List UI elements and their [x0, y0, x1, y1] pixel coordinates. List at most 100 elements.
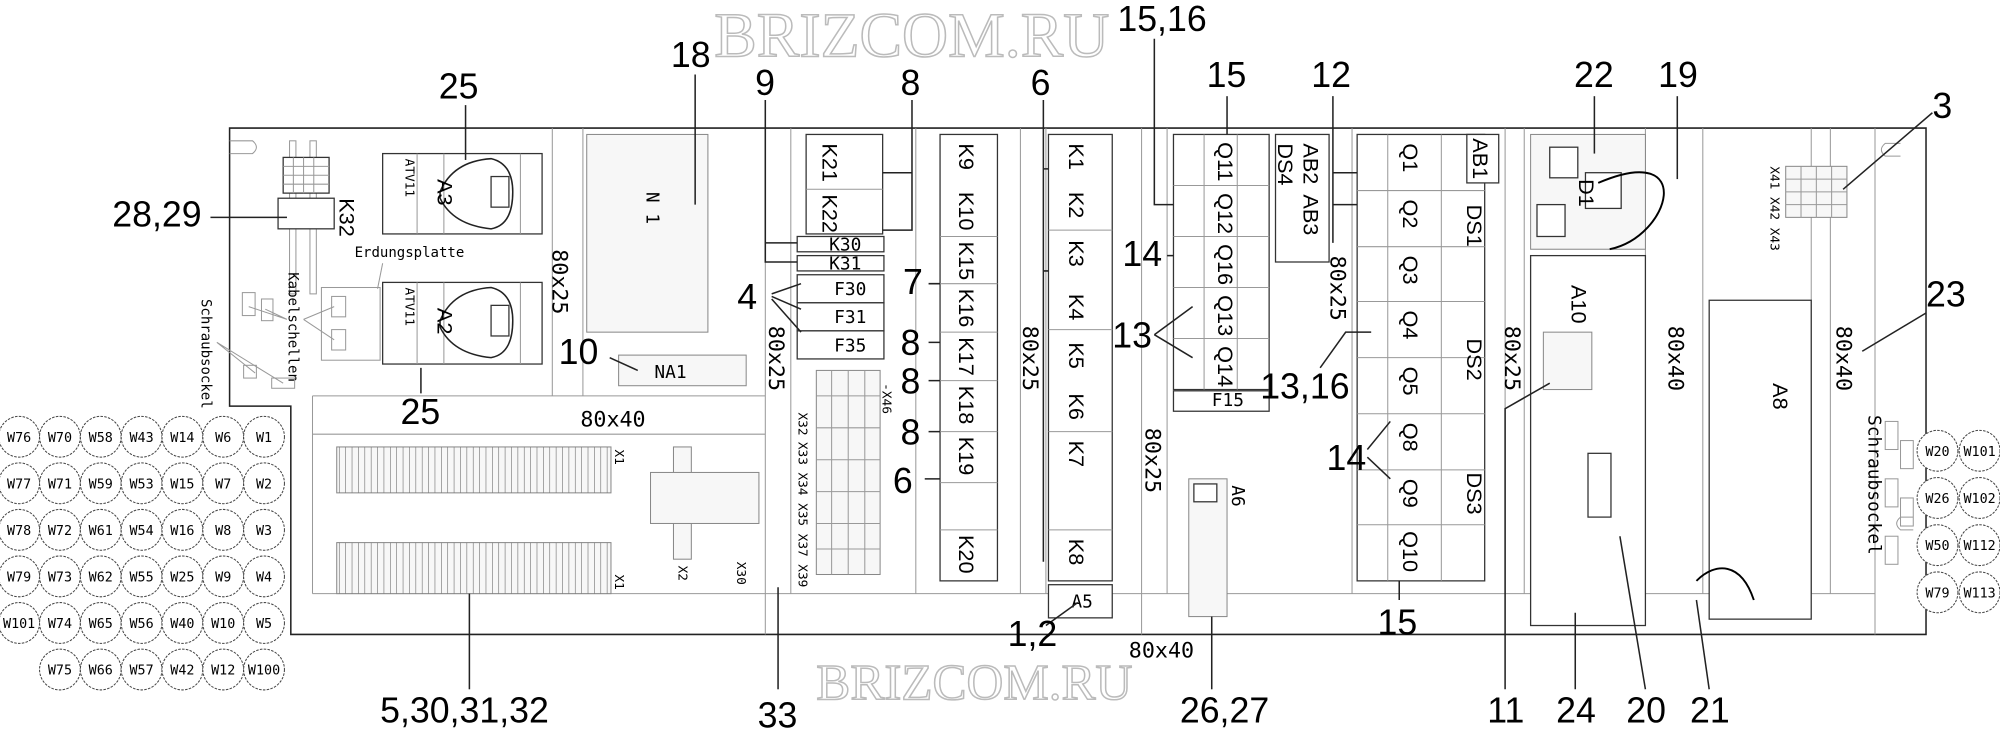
callout-8: 8 — [901, 63, 921, 103]
cable-gland-label: W77 — [7, 477, 31, 492]
cable-gland-label: W43 — [129, 431, 153, 446]
cable-gland-circle — [1916, 571, 1959, 614]
cable-gland: W12 — [202, 648, 245, 691]
cable-gland-label: W40 — [170, 617, 194, 632]
k5-label: K5 — [1064, 342, 1089, 369]
cable-gland: W101 — [0, 602, 41, 644]
x2-label: X2 — [675, 566, 690, 581]
cable-gland: W15 — [161, 462, 204, 505]
q1-label: Q1 — [1398, 143, 1423, 172]
watermark-top: BRIZCOM.RU — [714, 0, 1109, 71]
cable-gland: W100 — [243, 648, 285, 691]
callout-23: 23 — [1926, 275, 1966, 315]
q16-label: Q16 — [1213, 244, 1238, 285]
cable-gland: W25 — [161, 555, 204, 598]
cable-gland-circle — [1916, 524, 1959, 567]
cable-gland: W65 — [79, 602, 122, 644]
leader-lines — [210, 38, 1933, 690]
ribbon-cable — [1597, 171, 1665, 251]
cable-gland-circle — [243, 462, 285, 505]
cable-gland-label: W10 — [211, 617, 235, 632]
duct-dimension: 80x40 — [1129, 638, 1194, 663]
k8-label: K8 — [1064, 539, 1089, 566]
terminal-blocks-x41-x43: X41 X42 X43 — [1766, 165, 1848, 251]
cable-gland: W42 — [161, 648, 204, 691]
schraubsockel-left-label: Schraubsockel — [198, 299, 214, 409]
cable-gland: W26 — [1916, 477, 1959, 519]
cable-gland: W40 — [161, 602, 204, 644]
callout-11: 11 — [1487, 690, 1524, 730]
cable-gland-label: W72 — [48, 524, 72, 539]
callout-24: 24 — [1556, 690, 1596, 730]
callout-18: 18 — [671, 35, 711, 75]
terminal-strip-x2: X2 X30 — [650, 446, 760, 585]
duct-dimension: 80x40 — [1831, 326, 1856, 391]
q9-label: Q9 — [1398, 479, 1423, 508]
cable-gland-circle — [1916, 429, 1959, 472]
cable-gland-label: W100 — [248, 664, 280, 679]
cable-gland-label: W53 — [129, 477, 153, 492]
q4-label: Q4 — [1398, 310, 1423, 339]
cable-gland: W58 — [79, 415, 122, 458]
k16-label: K16 — [954, 289, 979, 328]
x33-label: X33 — [794, 442, 809, 465]
duct-dimension: 80x40 — [580, 408, 645, 433]
callout-13: 13 — [1112, 315, 1152, 355]
k31-label: K31 — [829, 254, 861, 275]
ab1-label: AB1 — [1468, 138, 1493, 179]
a3-label: A3 — [432, 179, 457, 206]
cable-gland-circle — [243, 602, 285, 644]
q2-label: Q2 — [1398, 199, 1423, 228]
cable-gland-label: W9 — [215, 571, 231, 586]
duct-dimension: 80x25 — [1139, 428, 1164, 493]
module-a6: A6 — [1188, 478, 1248, 618]
callout-6b: 6 — [893, 461, 913, 501]
cable-gland: W50 — [1916, 524, 1959, 567]
callout-14b: 14 — [1327, 438, 1367, 478]
board-d1: D1 — [1530, 133, 1665, 251]
x35-label: X35 — [794, 503, 809, 526]
frequency-converter-a2: A2 ATV11 — [382, 281, 543, 365]
schraubsockel-right-label: Schraubsockel — [1864, 415, 1885, 555]
cable-gland: W2 — [243, 462, 285, 505]
cable-gland-circle — [1916, 477, 1959, 519]
cable-gland-circle — [243, 415, 285, 458]
relay-group-k30-k31: K30 K31 — [796, 235, 885, 275]
cable-gland-circle — [1958, 524, 2000, 567]
x37-label: X37 — [794, 534, 809, 557]
callout-10: 10 — [559, 332, 599, 372]
cable-gland: W66 — [79, 648, 122, 691]
cable-gland-label: W59 — [89, 477, 113, 492]
cable-gland: W61 — [79, 508, 122, 551]
callout-22: 22 — [1574, 55, 1614, 95]
breaker-column-left: Q11 Q12 Q16 Q13 Q14 F15 — [1172, 133, 1270, 412]
kabelschellen-label: Kabelschellen — [284, 272, 300, 382]
x1-bottom-label: X1 — [611, 574, 626, 589]
cable-gland: W102 — [1958, 477, 2000, 519]
duct-dimension: 80x25 — [1017, 326, 1042, 391]
terminal-strip-x1: X1 X1 — [336, 446, 626, 595]
cable-gland: W43 — [120, 415, 163, 458]
callout-1-2: 1,2 — [1008, 614, 1058, 654]
cable-gland-label: W12 — [211, 664, 235, 679]
q8-label: Q8 — [1398, 423, 1423, 452]
cable-gland: W55 — [120, 555, 163, 598]
k17-label: K17 — [954, 337, 979, 376]
relay-column-2: K1 K2 K3 K4 K5 K6 K7 K8 — [1047, 133, 1113, 582]
ds4-label: DS4 — [1273, 143, 1298, 185]
k4-label: K4 — [1064, 294, 1089, 321]
frequency-converter-a3: A3 ATV11 — [382, 152, 543, 235]
ab2-label: AB2 — [1299, 143, 1324, 184]
q11-label: Q11 — [1213, 142, 1238, 181]
ds1-label: DS1 — [1462, 205, 1487, 247]
cable-gland-label: W16 — [170, 524, 194, 539]
k2-label: K2 — [1064, 192, 1089, 219]
callout-19: 19 — [1658, 55, 1698, 95]
cable-gland: W1 — [243, 415, 285, 458]
cable-gland-label: W101 — [1963, 445, 1995, 460]
cable-gland: W54 — [120, 508, 163, 551]
cable-gland: W4 — [243, 555, 285, 598]
cable-gland: W14 — [161, 415, 204, 458]
